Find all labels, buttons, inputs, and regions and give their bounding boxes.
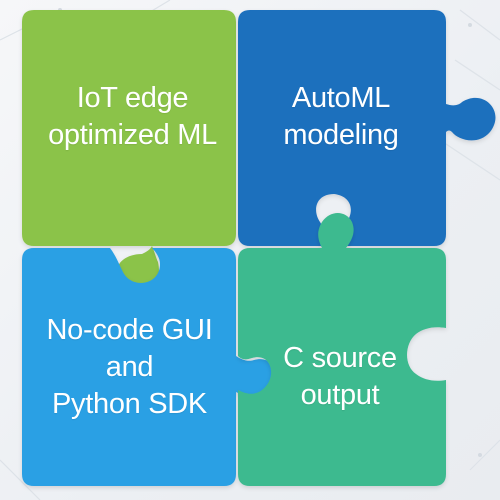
piece-label-line: C source [283, 342, 397, 374]
puzzle-piece-c-source [238, 213, 446, 486]
piece-label-automl: AutoML modeling [242, 80, 440, 154]
piece-label-line: optimized ML [48, 119, 217, 151]
piece-label-line: and [105, 351, 154, 383]
piece-label-iot-edge: IoT edge optimized ML [30, 80, 235, 154]
puzzle-piece-no-code [22, 248, 276, 486]
piece-label-line: No-code GUI [46, 314, 213, 346]
piece-label-line: modeling [283, 119, 399, 151]
piece-label-no-code: No-code GUI and Python SDK [22, 312, 237, 423]
piece-label-c-source: C source output [240, 340, 440, 414]
puzzle-piece-automl [238, 10, 496, 246]
piece-label-line: IoT edge [76, 82, 189, 114]
piece-label-line: AutoML [291, 82, 391, 114]
piece-label-line: output [300, 379, 380, 411]
puzzle-piece-iot-edge [22, 10, 236, 294]
piece-label-line: Python SDK [52, 388, 207, 420]
